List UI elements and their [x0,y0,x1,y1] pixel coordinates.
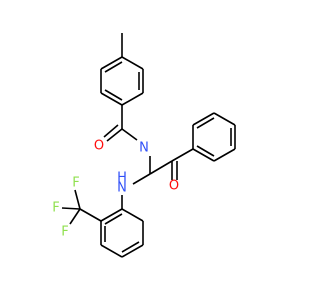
bond [149,160,173,175]
bond [100,56,123,70]
bond [103,124,119,138]
bond [104,89,123,101]
bond [192,112,215,126]
atom-label-amine-nitrogen: N [117,181,127,196]
atom-label-fluorine-1: F [72,176,79,191]
bond [104,213,123,225]
bond [213,112,236,126]
bond [121,244,144,258]
bond [192,148,215,162]
atom-label-fluorine-2: F [52,201,59,216]
bond [196,145,215,157]
bond [100,208,123,222]
atom-label-ketone-oxygen: O [169,179,179,194]
bond [213,148,236,162]
bond [61,207,81,210]
bond [104,61,123,73]
bond [132,173,151,185]
bond [121,241,140,253]
bond [100,92,123,106]
bond [171,148,194,162]
bond-layer [61,33,236,258]
atom-label-amide-nitrogen: N [139,141,149,156]
bond [74,189,81,210]
atom-label-amide-oxygen: O [94,139,104,154]
bond [79,208,102,222]
bond [100,244,123,258]
bond [121,128,138,141]
bond [121,92,144,106]
molecule-structure: O N N H H O F F F [52,33,236,258]
bond [106,128,123,142]
atom-label-layer: O N N H H O F F F [52,139,179,240]
bond [196,117,215,129]
atom-label-fluorine-3: F [61,225,68,240]
bond [69,208,81,225]
bond [121,56,144,70]
atom-label-amine-hydrogen: H [117,171,127,186]
bond [121,208,144,222]
